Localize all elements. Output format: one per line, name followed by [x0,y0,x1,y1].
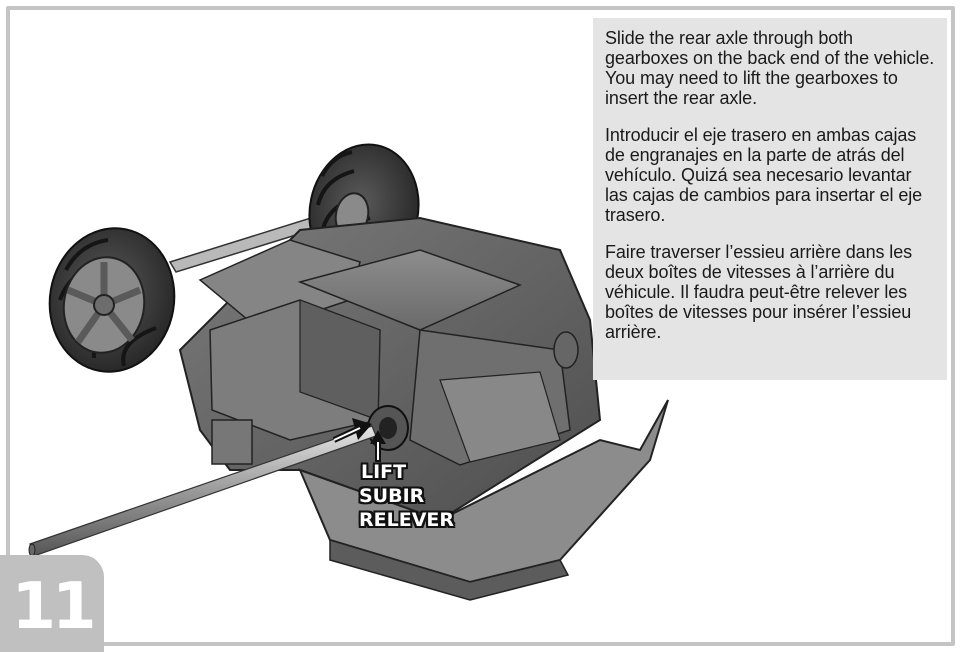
instruction-french: Faire traverser l’essieu arrière dans le… [605,242,913,342]
instruction-english: Slide the rear axle through both gearbox… [605,28,935,108]
instructions-panel: Slide the rear axle through both gearbox… [593,18,947,380]
instruction-spanish: Introducir el eje trasero en ambas cajas… [605,125,923,225]
lift-arrow-icon [370,430,386,462]
vehicle-body [178,216,669,601]
step-number: 11 [11,569,96,644]
insert-arrow-icon [332,418,372,443]
lift-label-english: LIFT [361,461,407,483]
lift-label-french: RELEVER [359,509,455,531]
step-number-badge: 11 [0,555,104,652]
front-left-wheel [48,227,176,373]
lift-label-spanish: SUBIR [359,485,425,507]
